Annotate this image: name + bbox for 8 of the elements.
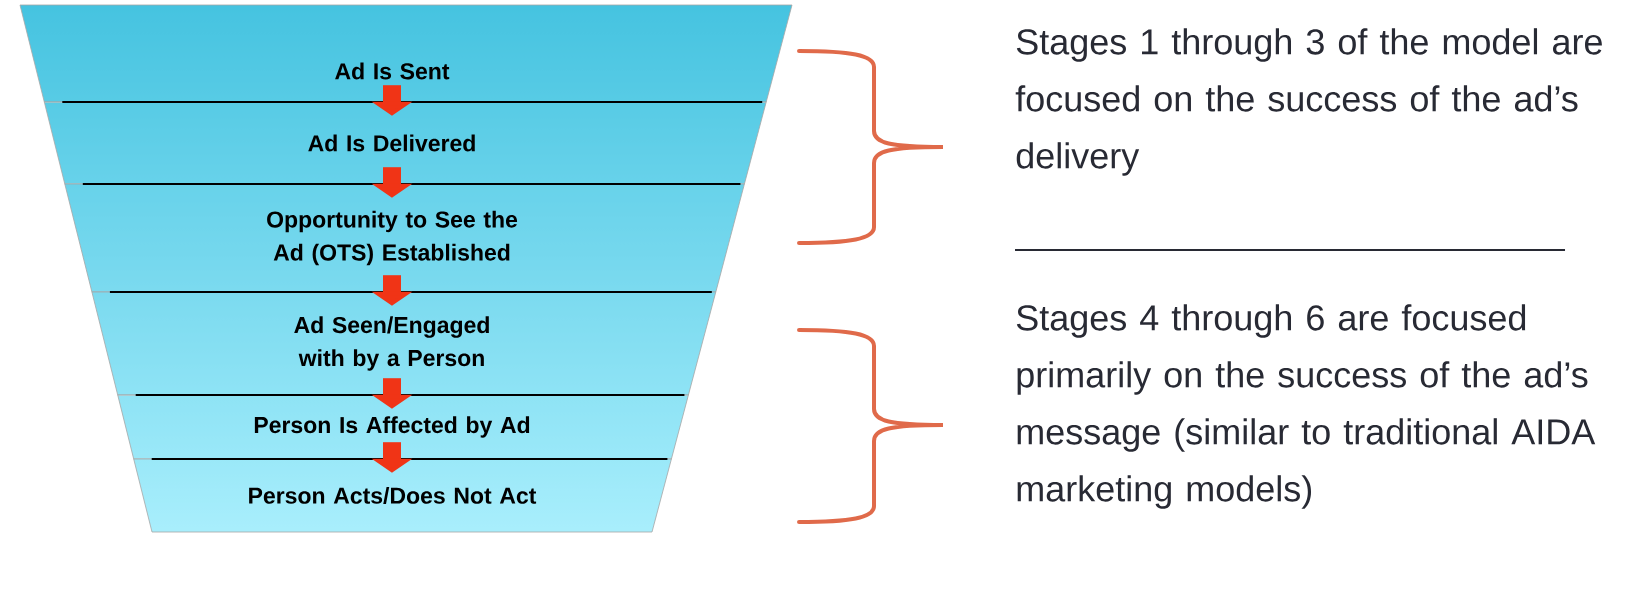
funnel-band: Person Acts/Does Not Act [133,458,672,533]
funnel-band: Ad Seen/Engaged with by a Person [91,291,717,396]
funnel-band: Person Is Affected by Ad [117,394,689,460]
description-text: Stages 1 through 3 of the model are focused on the success of the ad’s delivery [1015,28,1602,176]
funnel-band: Ad Is Sent [19,4,793,103]
funnel-band: Opportunity to See the Ad (OTS) Established [64,183,745,293]
description-text: Stages 4 through 6 are focused primarily on the success of the ad’s message (similar to traditional AIDA marketing models) [1016,304,1596,509]
funnel-band: Ad Is Delivered [43,101,767,185]
